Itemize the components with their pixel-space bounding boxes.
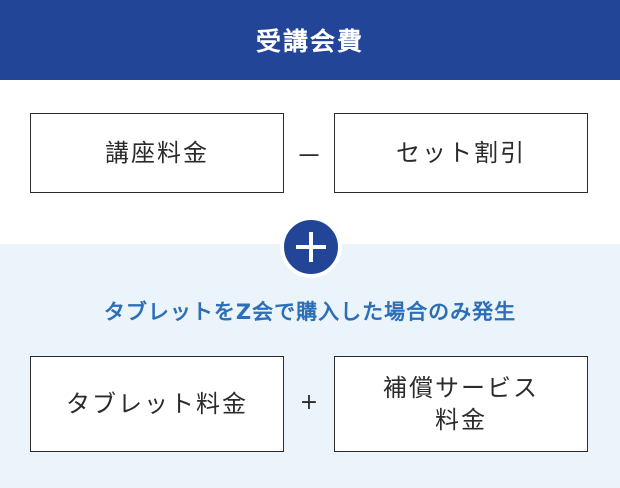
tablet-fee-box: タブレット料金: [30, 356, 284, 452]
tablet-purchase-note: タブレットをZ会で購入した場合のみ発生: [103, 300, 517, 324]
set-discount-box: セット割引: [334, 113, 588, 193]
course-fee-box: 講座料金: [30, 113, 284, 193]
page-title: 受講会費: [0, 0, 620, 80]
minus-operator: －: [295, 142, 322, 172]
plus-operator: +: [299, 390, 319, 415]
warranty-service-fee-box: 補償サービス 料金: [334, 356, 588, 452]
plus-circle-icon: [280, 216, 342, 278]
